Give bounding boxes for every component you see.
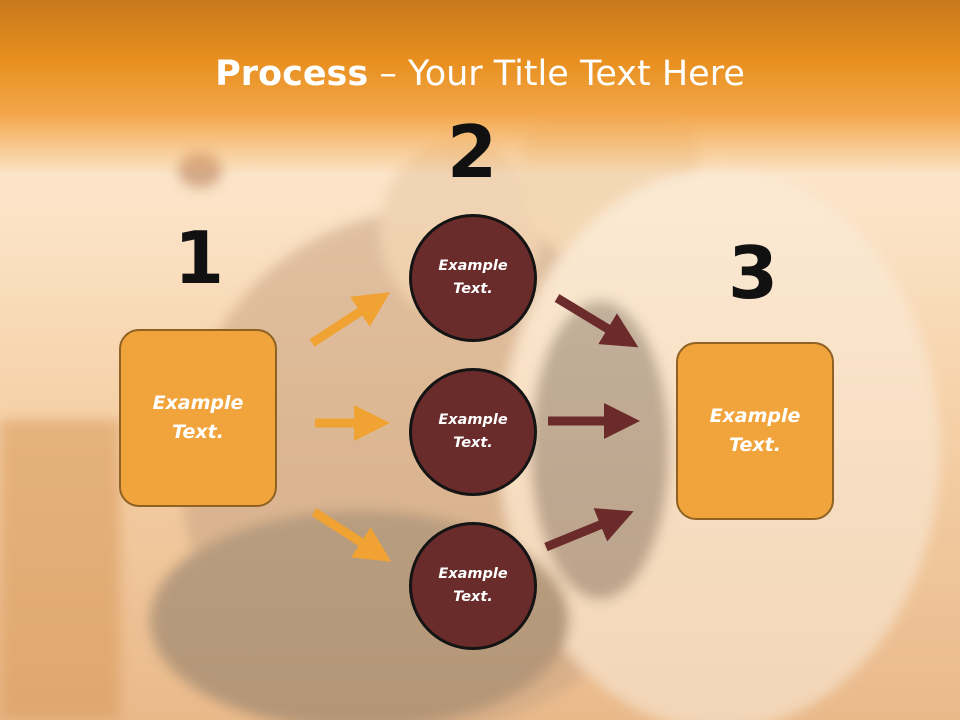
step-2-circle-middle: Example Text. [409,368,537,496]
circle-top-text: Example Text. [438,258,508,297]
step-1-box: Example Text. [119,329,277,507]
step-3-text: Example Text. [709,405,801,456]
step-2-circle-top: Example Text. [409,214,537,342]
step-number-1: 1 [173,216,225,300]
header-band [0,0,960,175]
arrow-top-to-3 [554,294,639,348]
arrow-1-to-top [309,292,391,347]
step-number-3: 3 [727,231,779,315]
title-rest: – Your Title Text Here [368,54,745,94]
step-2-circle-bottom: Example Text. [409,522,537,650]
arrow-bottom-to-3 [544,508,634,552]
title-bold: Process [215,54,369,94]
step-number-2: 2 [446,110,498,194]
circle-middle-text: Example Text. [438,412,508,451]
arrow-1-to-bottom [311,508,392,562]
step-1-text: Example Text. [152,392,244,443]
circle-bottom-text: Example Text. [438,566,508,605]
page-title: Process – Your Title Text Here [0,50,960,98]
step-3-box: Example Text. [676,342,834,520]
